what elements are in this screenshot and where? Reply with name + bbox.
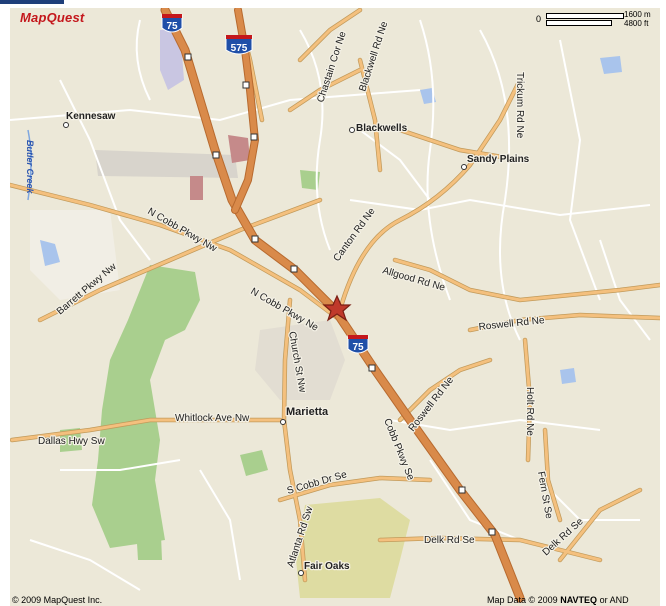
road-label-trickum: Trickum Rd Ne bbox=[514, 72, 525, 139]
i75-shield-number-mid: 75 bbox=[352, 342, 364, 353]
map-data-credit: Map Data © 2009 NAVTEQ or AND bbox=[487, 595, 629, 605]
pond bbox=[560, 368, 576, 384]
park bbox=[240, 450, 268, 476]
scale-imperial-label: 4800 ft bbox=[624, 19, 649, 28]
urban-area bbox=[255, 320, 345, 400]
copyright-text: © 2009 MapQuest Inc. bbox=[12, 595, 103, 605]
major-roads bbox=[10, 8, 660, 582]
map-data-suffix: or AND bbox=[599, 595, 629, 605]
scale-zero: 0 bbox=[536, 14, 542, 24]
road-label-whitlock: Whitlock Ave Nw bbox=[175, 413, 250, 424]
map-data-label: Map Data © 2009 bbox=[487, 595, 558, 605]
landmark-area bbox=[190, 176, 203, 200]
minor-roads bbox=[10, 19, 651, 591]
top-accent-bar bbox=[0, 0, 64, 4]
park bbox=[135, 510, 162, 560]
map-canvas[interactable]: 75 575 75 Kennesaw Blackwe bbox=[10, 8, 660, 606]
i575-shield: 575 bbox=[225, 35, 253, 55]
i575-shield-number: 575 bbox=[231, 43, 248, 54]
waterway-label-butler-creek: Butler Creek bbox=[25, 140, 35, 195]
scale-bar-imperial bbox=[546, 20, 612, 26]
pond bbox=[420, 88, 436, 104]
map-svg: 75 575 75 Kennesaw Blackwe bbox=[10, 8, 660, 606]
i75-shield-mid: 75 bbox=[347, 335, 369, 354]
i75-shield-top: 75 bbox=[161, 14, 183, 33]
star-marker-icon[interactable] bbox=[322, 294, 352, 322]
scale-bar: 0 1600 m 4800 ft bbox=[530, 10, 655, 28]
pond bbox=[40, 240, 60, 266]
scale-bar-metric bbox=[546, 13, 624, 19]
place-dots bbox=[63, 122, 467, 576]
road-label-delk: Delk Rd Se bbox=[424, 535, 475, 546]
butler-creek-stream bbox=[27, 129, 32, 201]
mapquest-logo[interactable]: MapQuest bbox=[20, 10, 85, 25]
scale-metric-label: 1600 m bbox=[624, 10, 651, 19]
landmark-area bbox=[228, 135, 250, 163]
road-label-dallas: Dallas Hwy Sw bbox=[38, 436, 105, 447]
i75-shield-number: 75 bbox=[166, 21, 178, 32]
airport-area bbox=[95, 150, 238, 178]
place-label-sandy-plains: Sandy Plains bbox=[467, 154, 530, 165]
residential-area bbox=[30, 210, 120, 300]
kennesaw-mountain-park bbox=[92, 265, 200, 548]
park bbox=[300, 170, 320, 190]
place-label-blackwells: Blackwells bbox=[356, 123, 408, 134]
exit-markers bbox=[184, 53, 496, 536]
fair-oaks-area bbox=[296, 498, 410, 598]
place-label-marietta: Marietta bbox=[286, 406, 329, 418]
pond bbox=[600, 56, 622, 74]
place-label-kennesaw: Kennesaw bbox=[66, 111, 116, 122]
navteq-logo[interactable]: NAVTEQ bbox=[560, 595, 598, 605]
place-label-fair-oaks: Fair Oaks bbox=[304, 561, 350, 572]
road-label-holt: Holt Rd Ne bbox=[524, 387, 535, 436]
